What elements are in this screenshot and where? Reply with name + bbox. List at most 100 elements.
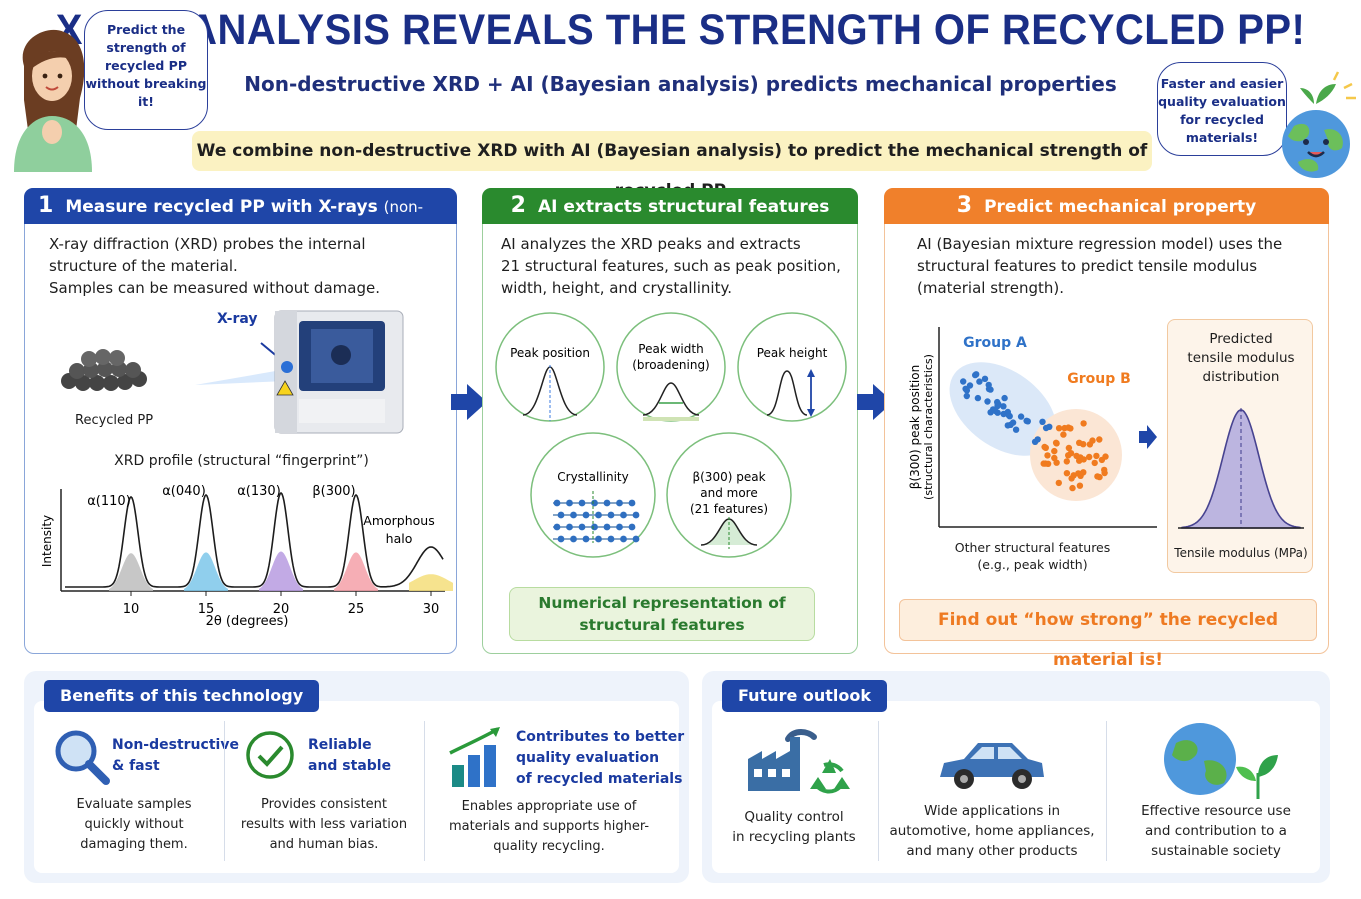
benefit-3-desc: Enables appropriate use of materials and… [448,799,650,854]
group-a-point [1006,413,1013,420]
benefit-1-title: Non-destructive & fast [112,737,239,774]
group-b-point [1096,473,1103,481]
benefits-section: Benefits of this technology Non-destruct… [24,671,689,883]
earth-mascot-icon [1282,71,1356,178]
xray-label: X-ray [217,311,258,327]
distribution-box: Predicted tensile modulus distribution T… [1167,319,1313,573]
crystal-dot [603,499,611,507]
group-b-point [1096,436,1103,443]
group-b-point [1063,458,1070,465]
group-a-point [960,378,967,385]
benefit-divider-2 [424,721,425,861]
benefits-heading: Benefits of this technology [44,680,320,712]
crystal-dot [632,535,640,543]
crystal-dot [603,523,611,531]
crystal-dot [620,535,627,543]
group-a-point [1001,394,1008,402]
outlook-1-desc: Quality control in recycling plants [732,809,856,845]
crystal-dot [628,523,636,531]
group-a-point [1000,403,1007,410]
xrd-peak-label: α(130) [237,484,281,499]
xrd-tick-label: 30 [423,602,440,617]
group-b-point [1101,466,1108,474]
group-a-label: Group A [963,335,1027,351]
step1-number: 1 [38,193,54,218]
group-a-point [1042,424,1050,432]
step2-number: 2 [510,193,526,218]
group-b-point [1093,452,1100,460]
check-icon [246,731,294,779]
group-b-point [1065,452,1072,459]
xrd-y-label: Intensity [40,515,54,567]
group-b-point [1069,484,1076,492]
benefits-inner [34,701,679,873]
xrd-peak-label: α(110) [87,494,131,509]
xrd-peak-fill [184,552,228,591]
benefit-2-desc: Provides consistent results with less va… [240,797,408,852]
group-a-point [1012,426,1020,433]
crystal-dot [570,511,577,519]
step1-text: X-ray diffraction (XRD) probes the inter… [49,235,380,297]
crystal-dot [582,511,590,519]
group-b-point [1065,444,1073,452]
outlook-2-desc: Wide applications in automotive, home ap… [889,803,1095,859]
crystal-dot [632,511,640,519]
distribution-title: Predicted tensile modulus distribution [1187,331,1295,385]
feature-summary: Numerical representation of structural f… [509,587,815,641]
distribution-area [1181,409,1301,529]
group-b-point [1041,443,1048,451]
crystal-dot [616,523,623,531]
car-icon [940,743,1044,789]
outlook-heading: Future outlook [722,680,888,712]
crystal-dot [591,499,598,507]
magnifier-icon [55,730,110,785]
crystal-dot [578,499,586,507]
xrd-peak-fill [409,574,453,591]
group-b-point [1086,453,1093,461]
outlook-3-desc: Effective resource use and contribution … [1141,803,1291,859]
group-b-point [1076,482,1084,489]
group-a-point [966,382,974,389]
group-b-point [1080,456,1087,463]
step3-panel: 3 Predict mechanical property AI (Bayesia… [884,188,1329,670]
group-b-point [1098,456,1106,464]
xrd-tick-label: 15 [198,602,215,617]
xrd-x-label: 2θ (degrees) [206,614,289,629]
xrd-peak-label: β(300) [312,484,355,499]
halo-label-2: halo [386,531,413,546]
step3-number: 3 [956,193,973,218]
group-a-point [984,398,991,405]
distribution-curve [1178,408,1304,529]
group-a-point [985,385,993,393]
group-b-point [1044,452,1051,459]
crystal-dot [553,523,561,531]
group-b-point [1076,439,1083,446]
step3-text: AI (Bayesian mixture regression model) u… [917,235,1283,297]
xrd-curve-line [65,491,444,588]
svg-text:Peak position: Peak position [510,346,590,360]
group-b-point [1060,431,1067,438]
halo-label-1: Amorphous [363,513,434,528]
feature-scatter-plot: β(300) peak position (structural charact… [908,327,1157,528]
group-b-point [1080,420,1087,427]
outlook-divider-2 [1106,721,1107,861]
earth-plant-icon [1164,723,1278,799]
crystal-dot [595,535,602,543]
pellets-label: Recycled PP [75,413,154,428]
group-a-point [963,392,970,400]
group-b-point [1055,479,1062,487]
svg-text:Peak width: Peak width [638,342,703,356]
xrd-machine-illustration [195,310,404,434]
step3-title: Predict mechanical property [984,197,1257,217]
crystal-dot [557,511,565,519]
xrd-peak-fill [259,551,303,591]
flow-arrow-1 [451,384,487,420]
xrd-peak-fill [109,553,153,591]
step1-title-suffix: (non-destructive) [38,198,424,252]
svg-text:(broadening): (broadening) [632,358,710,372]
woman-illustration [14,29,92,172]
crystal-dot [578,523,586,531]
